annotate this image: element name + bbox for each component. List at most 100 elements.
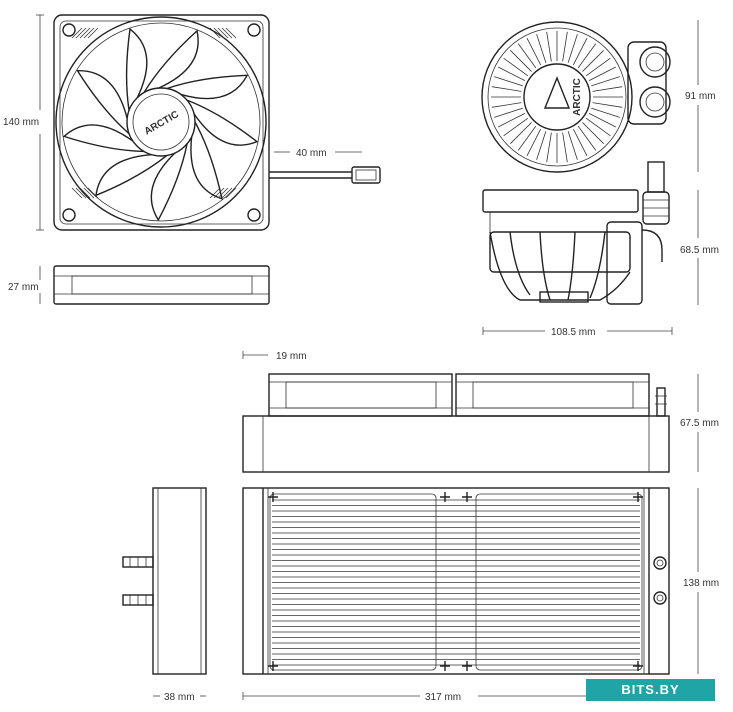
pump-fin bbox=[517, 43, 537, 69]
fan-blade bbox=[190, 121, 223, 200]
dim-rad-fan-height: 67.5 mm bbox=[680, 418, 719, 429]
dim-fan-depth: 27 mm bbox=[8, 282, 39, 293]
pump-fin bbox=[572, 128, 588, 156]
radiator-screw-mark bbox=[462, 492, 472, 502]
fan-grille-line bbox=[221, 187, 233, 199]
pump-fin bbox=[577, 125, 597, 151]
pump-fin bbox=[546, 132, 552, 163]
fan-grille-line bbox=[83, 187, 95, 199]
pump-fin bbox=[567, 34, 578, 63]
dim-pump-height: 68.5 mm bbox=[680, 245, 719, 256]
pump-fin bbox=[503, 57, 529, 77]
pump-fin bbox=[577, 43, 597, 69]
dim-fan-offset: 19 mm bbox=[276, 351, 307, 362]
pump-fin bbox=[503, 117, 529, 137]
fan-grille-line bbox=[221, 27, 233, 39]
radiator-screw-mark bbox=[462, 661, 472, 671]
fan-grille-line bbox=[79, 187, 91, 199]
dim-rad-length: 317 mm bbox=[425, 692, 461, 703]
pump-fin bbox=[517, 125, 537, 151]
pump-fin bbox=[536, 34, 547, 63]
pump-fin bbox=[498, 112, 526, 128]
fan-grille-line bbox=[71, 27, 83, 39]
pump-fin bbox=[585, 117, 611, 137]
fan-blade bbox=[166, 74, 249, 100]
fan-blade bbox=[125, 27, 148, 111]
pump-fin bbox=[526, 128, 542, 156]
radiator-screw-mark bbox=[268, 492, 278, 502]
fan-blade bbox=[76, 69, 130, 135]
fan-grille-line bbox=[225, 187, 237, 199]
dim-fan-size: 140 mm bbox=[3, 117, 39, 128]
pump-fin bbox=[510, 122, 532, 144]
watermark-badge: BITS.BY bbox=[586, 679, 715, 701]
pump-fin bbox=[510, 50, 532, 72]
pump-logo: ARCTIC bbox=[572, 78, 583, 116]
dim-pump-width: 108.5 mm bbox=[551, 327, 595, 338]
fan-grille-line bbox=[87, 27, 99, 39]
radiator-front-dimensions: 138 mm 38 mm 317 mm bbox=[153, 488, 719, 703]
pump-fin bbox=[592, 102, 623, 108]
radiator-screw-mark bbox=[440, 492, 450, 502]
dim-cable: 40 mm bbox=[296, 148, 327, 159]
pump-fin bbox=[494, 107, 523, 118]
pump-side-view bbox=[482, 161, 670, 305]
pump-fin bbox=[572, 38, 588, 66]
radiator-front-view bbox=[242, 487, 670, 675]
fan-grille-line bbox=[71, 187, 83, 199]
pump-top-dimensions: 91 mm bbox=[685, 20, 716, 172]
radiator-side-dimensions: 19 mm 67.5 mm bbox=[242, 351, 719, 472]
dim-rad-thickness: 38 mm bbox=[164, 692, 195, 703]
radiator-side-view bbox=[242, 373, 670, 473]
dim-rad-height: 138 mm bbox=[683, 578, 719, 589]
fan-grille-line bbox=[75, 187, 87, 199]
pump-fin bbox=[562, 31, 568, 62]
pump-fin bbox=[546, 31, 552, 62]
fan-grille-line bbox=[209, 27, 221, 39]
dim-pump-top: 91 mm bbox=[685, 91, 716, 102]
fan-front-view: ARCTIC bbox=[53, 14, 381, 231]
pump-fin bbox=[591, 76, 620, 87]
pump-fin bbox=[498, 66, 526, 82]
fan-blade bbox=[143, 29, 199, 93]
pump-fin bbox=[536, 131, 547, 160]
fan-grille-line bbox=[217, 187, 229, 199]
pump-fin bbox=[588, 66, 616, 82]
fan-grille-line bbox=[75, 27, 87, 39]
fan-dimensions: 140 mm 40 mm 27 mm bbox=[3, 14, 362, 304]
radiator-end-view bbox=[122, 487, 207, 675]
pump-fin bbox=[582, 122, 604, 144]
fan-grille-line bbox=[213, 27, 225, 39]
fan-grille-line bbox=[87, 187, 99, 199]
pump-fin bbox=[591, 107, 620, 118]
radiator-screw-mark bbox=[268, 661, 278, 671]
pump-fin bbox=[592, 86, 623, 92]
fan-blade bbox=[62, 124, 145, 153]
pump-fin bbox=[494, 76, 523, 87]
pump-fin bbox=[567, 131, 578, 160]
fan-grille-line bbox=[225, 27, 237, 39]
fan-hub-logo: ARCTIC bbox=[143, 109, 181, 137]
pump-fin bbox=[526, 38, 542, 66]
fan-grille-line bbox=[79, 27, 91, 39]
fan-grille-line bbox=[83, 27, 95, 39]
fan-blade bbox=[186, 99, 259, 146]
pump-fin bbox=[491, 86, 522, 92]
radiator-screw-mark bbox=[633, 492, 643, 502]
pump-fin bbox=[562, 132, 568, 163]
pump-top-view: ARCTIC bbox=[481, 21, 671, 173]
pump-fin bbox=[585, 57, 611, 77]
radiator-screw-mark bbox=[440, 661, 450, 671]
fan-grille-line bbox=[217, 27, 229, 39]
pump-fin bbox=[588, 112, 616, 128]
pump-side-dimensions: 68.5 mm 108.5 mm bbox=[482, 190, 719, 338]
fan-blade bbox=[150, 143, 188, 222]
fan-grille-line bbox=[213, 187, 225, 199]
radiator-screw-mark bbox=[633, 661, 643, 671]
pump-fin bbox=[491, 102, 522, 108]
fan-grille-line bbox=[209, 187, 221, 199]
fan-blade bbox=[95, 154, 168, 197]
fan-side-view bbox=[53, 265, 270, 305]
pump-fin bbox=[582, 50, 604, 72]
